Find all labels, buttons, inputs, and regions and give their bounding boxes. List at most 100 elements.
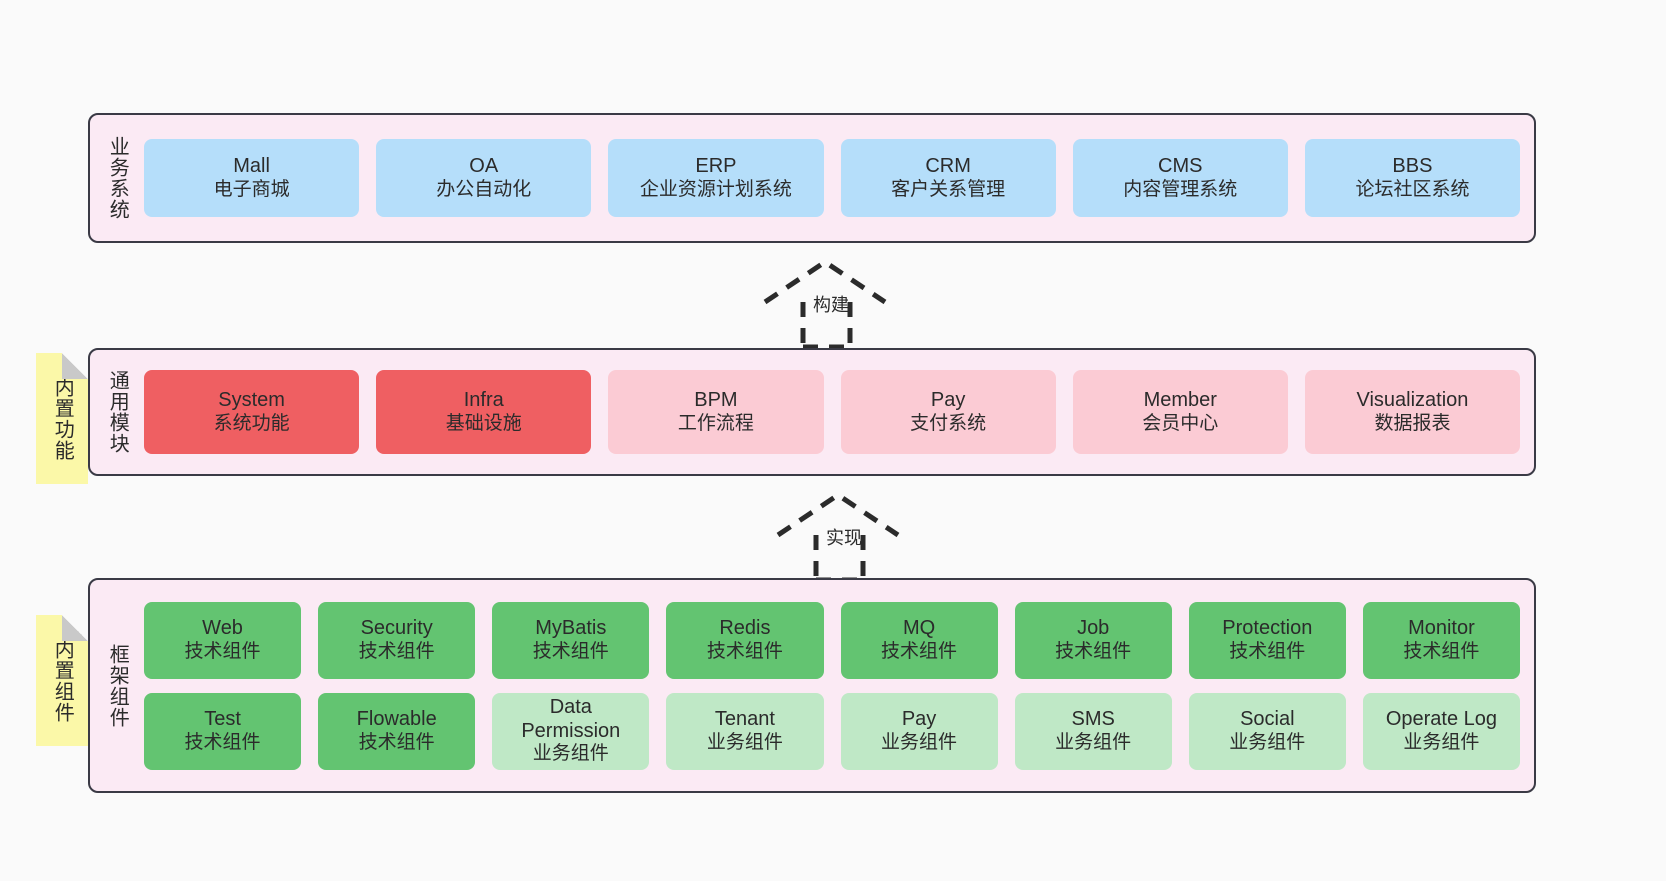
card-test-title: Test — [204, 708, 241, 730]
card-monitor[interactable]: Monitor 技术组件 — [1362, 601, 1520, 679]
card-erp-subtitle: 企业资源计划系统 — [639, 178, 792, 200]
card-tenant-title: Tenant — [714, 708, 775, 730]
layer-common-module-body: System 系统功能 Infra 基础设施 BPM 工作流程 Pay 支付系统… — [144, 350, 1534, 474]
framework-business-row: Test 技术组件 Flowable 技术组件 Data Permission … — [144, 692, 1520, 770]
card-social[interactable]: Social 业务组件 — [1188, 692, 1346, 770]
sticky-note-builtin-function: 内置功能 — [36, 353, 88, 484]
card-infra-subtitle: 基础设施 — [445, 412, 522, 434]
layer-business-system: 业务系统 Mall 电子商城 OA 办公自动化 ERP 企业资源计划系统 CRM… — [88, 113, 1536, 243]
card-oa-title: OA — [469, 155, 499, 177]
card-test-subtitle: 技术组件 — [184, 731, 261, 753]
card-erp-title: ERP — [695, 155, 737, 177]
layer-business-system-title: 业务系统 — [106, 136, 129, 220]
card-sms[interactable]: SMS 业务组件 — [1014, 692, 1172, 770]
card-security[interactable]: Security 技术组件 — [318, 601, 476, 679]
card-sms-title: SMS — [1071, 708, 1115, 730]
card-infra[interactable]: Infra 基础设施 — [376, 370, 592, 454]
layer-framework-component-body: Web 技术组件 Security 技术组件 MyBatis 技术组件 Redi… — [144, 580, 1534, 791]
card-mall-subtitle: 电子商城 — [213, 178, 290, 200]
card-member-subtitle: 会员中心 — [1142, 412, 1219, 434]
card-mybatis-subtitle: 技术组件 — [532, 640, 609, 662]
card-redis-subtitle: 技术组件 — [706, 640, 783, 662]
card-visualization-title: Visualization — [1356, 389, 1469, 411]
card-erp[interactable]: ERP 企业资源计划系统 — [608, 139, 824, 217]
card-mall-title: Mall — [233, 155, 270, 177]
card-pay-module-title: Pay — [930, 389, 966, 411]
card-web-title: Web — [202, 617, 243, 639]
card-bbs[interactable]: BBS 论坛社区系统 — [1304, 139, 1521, 217]
connector-build-label: 构建 — [813, 295, 849, 315]
card-social-title: Social — [1240, 708, 1295, 730]
card-test[interactable]: Test 技术组件 — [144, 692, 302, 770]
card-crm-title: CRM — [925, 155, 971, 177]
card-pay-component-title: Pay — [901, 708, 937, 730]
card-protection-subtitle: 技术组件 — [1229, 640, 1306, 662]
card-data-permission[interactable]: Data Permission 业务组件 — [492, 692, 650, 770]
card-mq-title: MQ — [902, 617, 936, 639]
card-tenant-subtitle: 业务组件 — [706, 731, 783, 753]
card-cms[interactable]: CMS 内容管理系统 — [1072, 139, 1288, 217]
card-cms-title: CMS — [1158, 155, 1203, 177]
card-operate-log-title: Operate Log — [1385, 708, 1498, 730]
card-oa-subtitle: 办公自动化 — [436, 178, 532, 200]
card-job[interactable]: Job 技术组件 — [1014, 601, 1172, 679]
card-pay-module[interactable]: Pay 支付系统 — [840, 370, 1056, 454]
layer-common-module-title: 通用模块 — [106, 370, 129, 454]
layer-business-system-body: Mall 电子商城 OA 办公自动化 ERP 企业资源计划系统 CRM 客户关系… — [144, 115, 1534, 241]
card-infra-title: Infra — [463, 389, 504, 411]
sticky-note-builtin-component: 内置组件 — [36, 615, 88, 746]
card-data-permission-subtitle: 业务组件 — [532, 743, 609, 765]
card-security-title: Security — [360, 617, 433, 639]
card-mall[interactable]: Mall 电子商城 — [144, 139, 360, 217]
card-web-subtitle: 技术组件 — [184, 640, 261, 662]
card-protection[interactable]: Protection 技术组件 — [1188, 601, 1346, 679]
framework-tech-row: Web 技术组件 Security 技术组件 MyBatis 技术组件 Redi… — [144, 601, 1520, 679]
card-bbs-subtitle: 论坛社区系统 — [1355, 178, 1470, 200]
card-redis-title: Redis — [719, 617, 771, 639]
card-monitor-title: Monitor — [1408, 617, 1475, 639]
layer-framework-component-title: 框架组件 — [106, 643, 129, 728]
card-crm-subtitle: 客户关系管理 — [891, 178, 1006, 200]
card-tenant[interactable]: Tenant 业务组件 — [666, 692, 824, 770]
sticky-note-builtin-function-label: 内置功能 — [51, 376, 74, 461]
card-flowable-title: Flowable — [356, 708, 437, 730]
connector-implement-label: 实现 — [826, 528, 862, 548]
card-pay-component-subtitle: 业务组件 — [881, 731, 958, 753]
card-web[interactable]: Web 技术组件 — [144, 601, 302, 679]
card-mq[interactable]: MQ 技术组件 — [840, 601, 998, 679]
card-social-subtitle: 业务组件 — [1229, 731, 1306, 753]
card-system-title: System — [218, 389, 285, 411]
business-system-row: Mall 电子商城 OA 办公自动化 ERP 企业资源计划系统 CRM 客户关系… — [144, 139, 1521, 217]
card-visualization[interactable]: Visualization 数据报表 — [1304, 370, 1521, 454]
card-mybatis[interactable]: MyBatis 技术组件 — [492, 601, 650, 679]
sticky-note-builtin-component-label: 内置组件 — [51, 638, 74, 723]
connector-build-arrow — [763, 258, 887, 350]
card-sms-subtitle: 业务组件 — [1055, 731, 1132, 753]
layer-common-module: 通用模块 System 系统功能 Infra 基础设施 BPM 工作流程 Pay… — [88, 348, 1536, 476]
card-visualization-subtitle: 数据报表 — [1374, 412, 1451, 434]
card-bbs-title: BBS — [1392, 155, 1433, 177]
card-bpm[interactable]: BPM 工作流程 — [608, 370, 824, 454]
card-flowable-subtitle: 技术组件 — [358, 731, 435, 753]
card-operate-log[interactable]: Operate Log 业务组件 — [1362, 692, 1520, 770]
card-pay-component[interactable]: Pay 业务组件 — [840, 692, 998, 770]
card-mq-subtitle: 技术组件 — [881, 640, 958, 662]
card-pay-module-subtitle: 支付系统 — [910, 412, 987, 434]
card-data-permission-title: Data Permission — [521, 696, 621, 742]
card-member[interactable]: Member 会员中心 — [1072, 370, 1288, 454]
card-operate-log-subtitle: 业务组件 — [1403, 731, 1480, 753]
card-system[interactable]: System 系统功能 — [144, 370, 360, 454]
card-flowable[interactable]: Flowable 技术组件 — [318, 692, 476, 770]
card-mybatis-title: MyBatis — [535, 617, 607, 639]
card-redis[interactable]: Redis 技术组件 — [666, 601, 824, 679]
card-cms-subtitle: 内容管理系统 — [1123, 178, 1238, 200]
card-member-title: Member — [1143, 389, 1217, 411]
card-bpm-title: BPM — [694, 389, 738, 411]
card-oa[interactable]: OA 办公自动化 — [376, 139, 592, 217]
card-monitor-subtitle: 技术组件 — [1403, 640, 1480, 662]
layer-framework-component: 框架组件 Web 技术组件 Security 技术组件 MyBatis 技术组件… — [88, 578, 1536, 793]
card-crm[interactable]: CRM 客户关系管理 — [840, 139, 1056, 217]
card-bpm-subtitle: 工作流程 — [677, 412, 754, 434]
card-job-title: Job — [1077, 617, 1110, 639]
